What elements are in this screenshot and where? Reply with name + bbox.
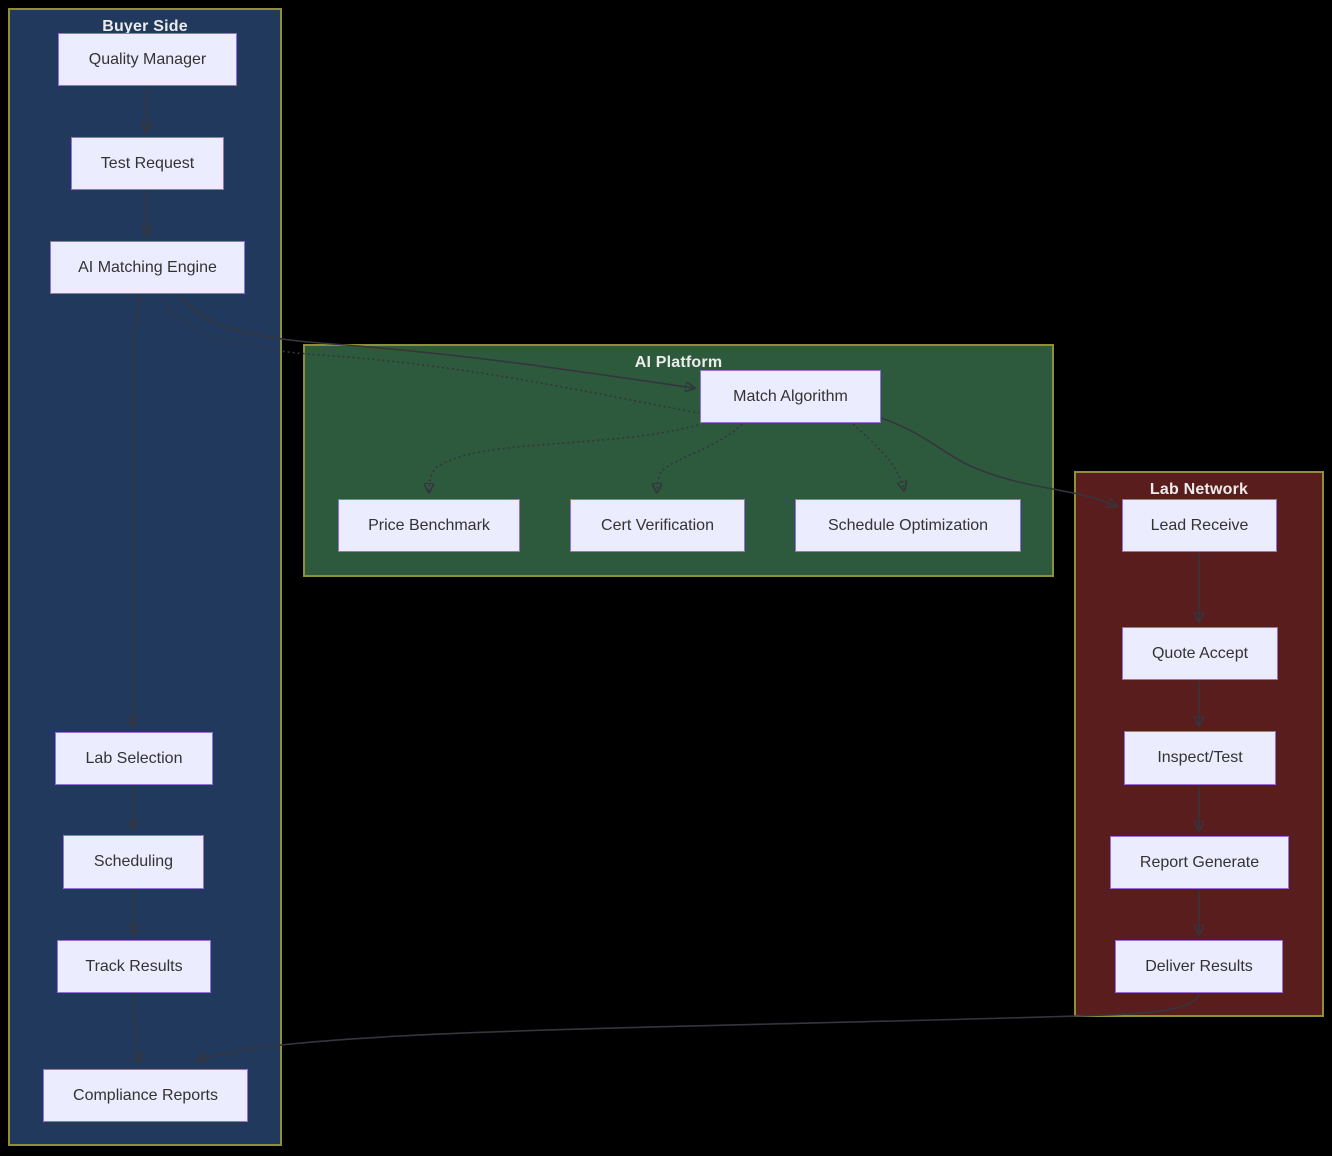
node-lab-selection: Lab Selection	[55, 732, 213, 785]
node-report-generate: Report Generate	[1110, 836, 1289, 889]
node-test-request: Test Request	[71, 137, 224, 190]
node-lead-receive: Lead Receive	[1122, 499, 1277, 552]
node-compliance-reports: Compliance Reports	[43, 1069, 248, 1122]
node-inspect-test: Inspect/Test	[1124, 731, 1276, 785]
node-price-benchmark: Price Benchmark	[338, 499, 520, 552]
node-ai-matching-engine: AI Matching Engine	[50, 241, 245, 294]
node-scheduling: Scheduling	[63, 835, 204, 889]
node-match-algorithm: Match Algorithm	[700, 370, 881, 423]
node-schedule-optimization: Schedule Optimization	[795, 499, 1021, 552]
node-quote-accept: Quote Accept	[1122, 627, 1278, 680]
edge-deliver-results-compliance-reports	[197, 993, 1200, 1060]
cluster-title-buyer-side: Buyer Side	[102, 18, 188, 35]
node-deliver-results: Deliver Results	[1115, 940, 1283, 993]
node-cert-verification: Cert Verification	[570, 499, 745, 552]
node-quality-manager: Quality Manager	[58, 33, 237, 86]
cluster-title-ai-platform: AI Platform	[634, 354, 723, 371]
cluster-title-lab-network: Lab Network	[1149, 481, 1249, 498]
node-track-results: Track Results	[57, 940, 211, 993]
